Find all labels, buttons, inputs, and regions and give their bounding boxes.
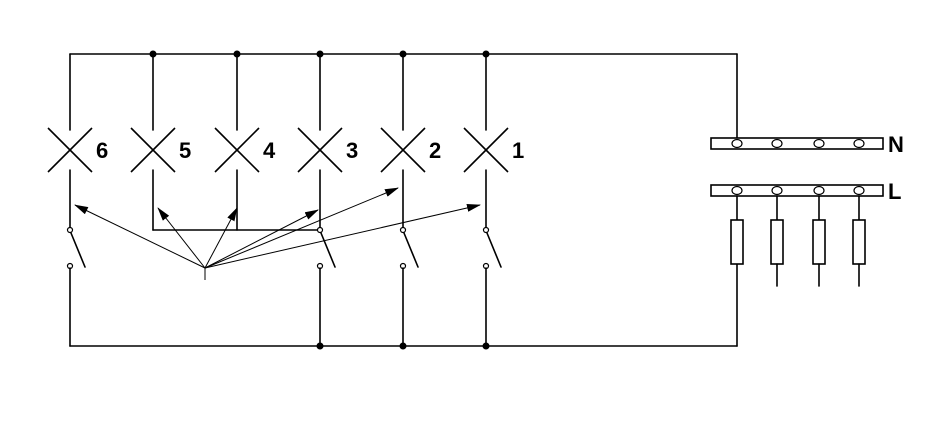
fuse-2: [770, 195, 784, 287]
switch-2: [399, 226, 419, 270]
lamp-6: 6: [47, 127, 108, 173]
lamp-return-wires: [69, 169, 487, 231]
leader-arrows: [74, 187, 481, 280]
lamp-4-icon: [214, 127, 260, 173]
lamp-1-label: 1: [512, 138, 524, 163]
fuse-3: [812, 195, 826, 287]
lamp-5-icon: [130, 127, 176, 173]
lamp-3-label: 3: [346, 138, 358, 163]
lamp-3: 3: [297, 127, 358, 173]
lamp-5: 5: [130, 127, 191, 173]
fuse-4: [852, 195, 866, 287]
bottom-return-wire: [69, 263, 738, 350]
lamp-drops: [152, 53, 487, 131]
lamp-2: 2: [380, 127, 441, 173]
switch-3: [316, 226, 336, 270]
lamp-6-icon: [47, 127, 93, 173]
lamp-4-label: 4: [263, 138, 276, 163]
lamp-4: 4: [214, 127, 276, 173]
lamp-2-label: 2: [429, 138, 441, 163]
lamp-3-icon: [297, 127, 343, 173]
neutral-label: N: [888, 132, 904, 157]
neutral-busbar: N: [710, 132, 904, 157]
lamp-1-icon: [463, 127, 509, 173]
line-label: L: [888, 179, 901, 204]
line-busbar: L: [710, 179, 901, 204]
lamp-2-icon: [380, 127, 426, 173]
fuse-1: [730, 195, 744, 265]
switch-6: [66, 226, 86, 270]
lamp-6-label: 6: [96, 138, 108, 163]
lamp-1: 1: [463, 127, 524, 173]
lamp-5-label: 5: [179, 138, 191, 163]
switch-1: [482, 226, 502, 270]
